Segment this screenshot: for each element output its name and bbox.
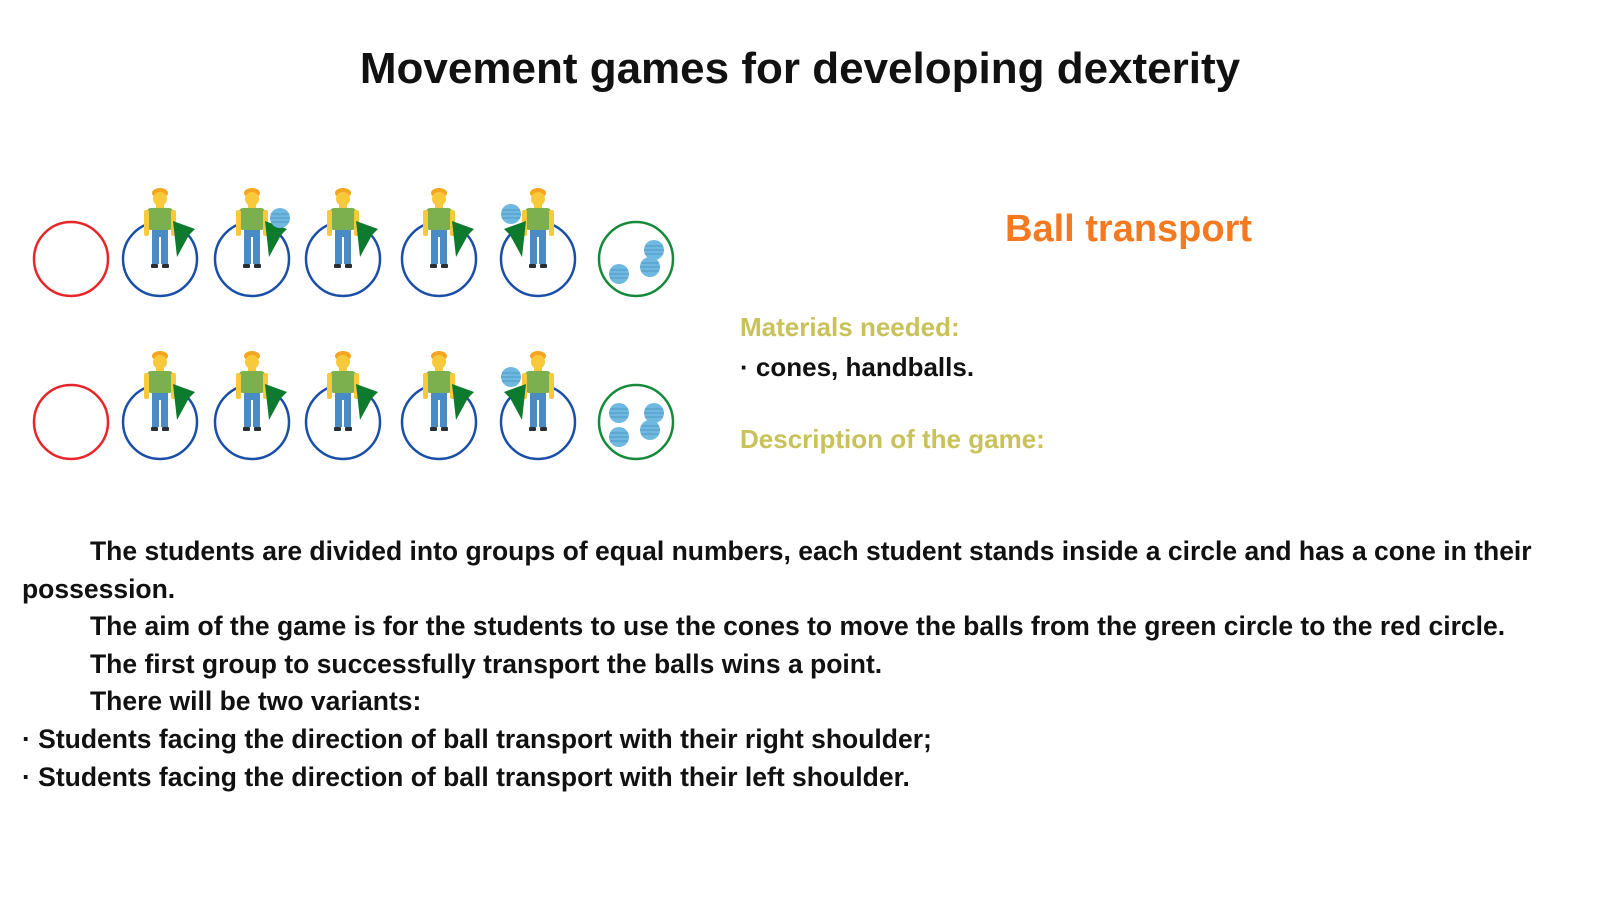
- student-figure: [327, 188, 378, 268]
- student-figure: [144, 188, 195, 268]
- variant-bullet: · Students facing the direction of ball …: [22, 761, 910, 792]
- game-description: The students are divided into groups of …: [22, 533, 1582, 796]
- student-figure: [423, 351, 474, 431]
- source-circle-green: [597, 220, 675, 298]
- student-figure: [327, 351, 378, 431]
- materials-list: · cones, handballs.: [740, 352, 975, 382]
- ball-icon: [643, 402, 665, 424]
- paragraph: The first group to successfully transpor…: [90, 648, 883, 679]
- person-icon: [144, 188, 176, 268]
- target-circle-red: [32, 220, 110, 298]
- student-figure: [144, 351, 195, 431]
- ball-icon: [269, 207, 291, 229]
- target-circle-red: [32, 383, 110, 461]
- student-figure: [500, 351, 554, 431]
- ball-icon: [608, 402, 630, 424]
- paragraph: The students are divided into groups of …: [22, 536, 1532, 604]
- ball-icon: [639, 256, 661, 278]
- student-figure: [500, 188, 554, 268]
- paragraph: The aim of the game is for the students …: [90, 611, 1506, 642]
- ball-icon: [608, 426, 630, 448]
- person-icon: [236, 188, 268, 268]
- game-diagram: [32, 188, 675, 461]
- person-icon: [522, 351, 554, 431]
- variant-bullet: · Students facing the direction of ball …: [22, 723, 932, 754]
- ball-icon: [643, 239, 665, 261]
- student-figure: [423, 188, 474, 268]
- game-title: Ball transport: [1005, 208, 1253, 250]
- person-icon: [327, 351, 359, 431]
- student-figure: [236, 351, 287, 431]
- source-circle-green: [597, 383, 675, 461]
- ball-icon: [500, 203, 522, 225]
- ball-icon: [639, 419, 661, 441]
- person-icon: [423, 351, 455, 431]
- ball-icon: [500, 366, 522, 388]
- person-icon: [522, 188, 554, 268]
- person-icon: [144, 351, 176, 431]
- materials-label: Materials needed:: [740, 312, 960, 342]
- student-figure: [236, 188, 291, 268]
- person-icon: [327, 188, 359, 268]
- page-title: Movement games for developing dexterity: [359, 44, 1241, 93]
- person-icon: [423, 188, 455, 268]
- paragraph: There will be two variants:: [90, 686, 422, 717]
- description-label: Description of the game:: [740, 424, 1045, 454]
- ball-icon: [608, 263, 630, 285]
- person-icon: [236, 351, 268, 431]
